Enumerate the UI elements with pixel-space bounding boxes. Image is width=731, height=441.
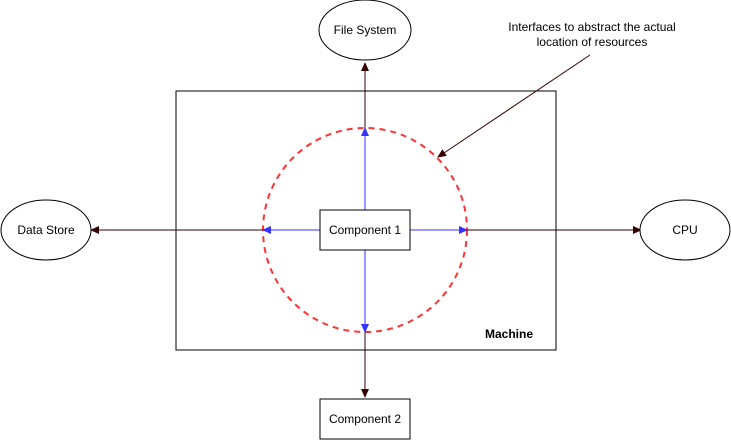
data-store-node (0, 199, 92, 261)
cpu-node (639, 199, 731, 261)
component-1-label: Component 1 (329, 223, 401, 237)
annotation-line-1: Interfaces to abstract the actual (508, 20, 675, 34)
file-system-label: File System (334, 23, 397, 37)
annotation-line-2: location of resources (537, 35, 648, 49)
component-2-label: Component 2 (329, 412, 401, 426)
cpu-label: CPU (672, 223, 697, 237)
file-system-node (318, 0, 412, 61)
component-1-box (319, 209, 411, 251)
component-2-box (319, 398, 411, 440)
machine-label: Machine (485, 327, 533, 341)
data-store-label: Data Store (17, 223, 75, 237)
annotation-pointer-arrow (437, 54, 591, 158)
